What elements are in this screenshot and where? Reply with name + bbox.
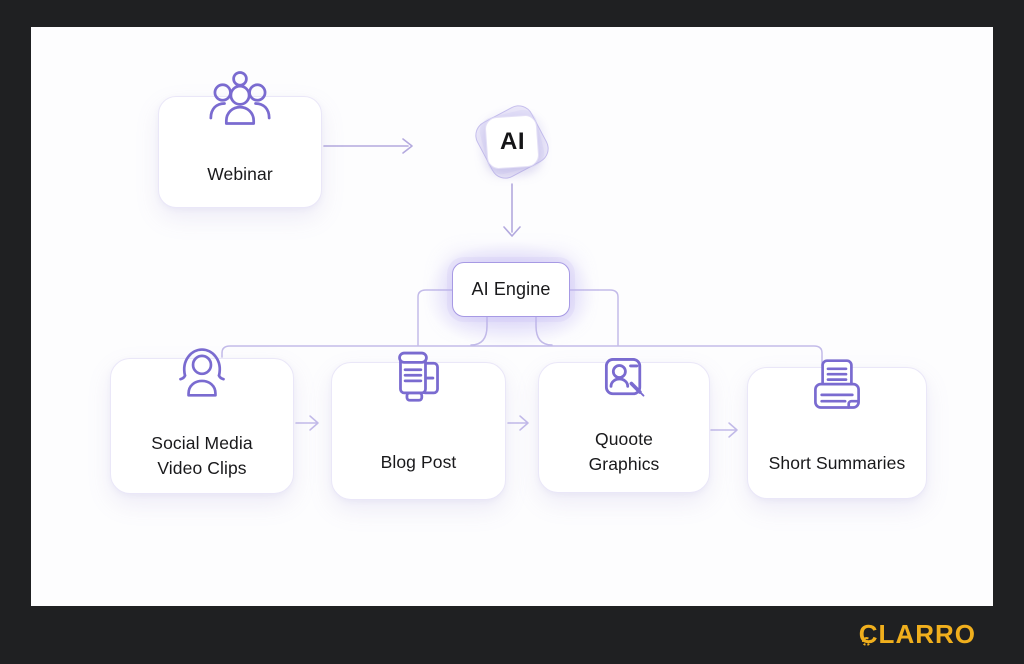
label-line-1: Social Media (151, 433, 253, 453)
label-line-1: Short Summaries (768, 453, 906, 473)
people-group-icon (209, 70, 271, 131)
brand-logo: CLARRO (859, 619, 976, 649)
node-social-media-video-clips: Social Media Video Clips (110, 348, 294, 494)
node-label: Quoote Graphics (589, 427, 660, 477)
node-blog-post: Blog Post (331, 351, 506, 500)
ai-badge: AI (470, 100, 554, 184)
id-card-pencil-icon (598, 352, 650, 409)
node-ai-engine: AI Engine (452, 262, 570, 317)
label-line-1: Blog Post (380, 452, 457, 472)
node-short-summaries: Short Summaries (747, 359, 927, 499)
node-label: Social Media Video Clips (151, 431, 252, 481)
stacked-documents-icon (394, 350, 444, 413)
ai-badge-front-square: AI (484, 114, 540, 170)
logo-text: CLARRO (858, 618, 976, 649)
ai-badge-label: AI (499, 128, 525, 155)
node-label: Short Summaries (769, 451, 906, 476)
label-line-1: Quoote (594, 429, 653, 449)
document-tray-icon (810, 357, 864, 418)
label-line-2: Graphics (588, 454, 660, 474)
logo-gear-icon (861, 637, 871, 646)
label-line-2: Video Clips (157, 458, 247, 478)
ai-engine-label: AI Engine (471, 279, 551, 299)
person-avatar-icon (173, 346, 231, 403)
node-quote-graphics: Quoote Graphics (538, 358, 710, 493)
webinar-label: Webinar (207, 164, 273, 184)
node-label: Webinar (207, 162, 273, 187)
node-label: Blog Post (381, 450, 457, 475)
node-webinar: Webinar (158, 71, 322, 208)
